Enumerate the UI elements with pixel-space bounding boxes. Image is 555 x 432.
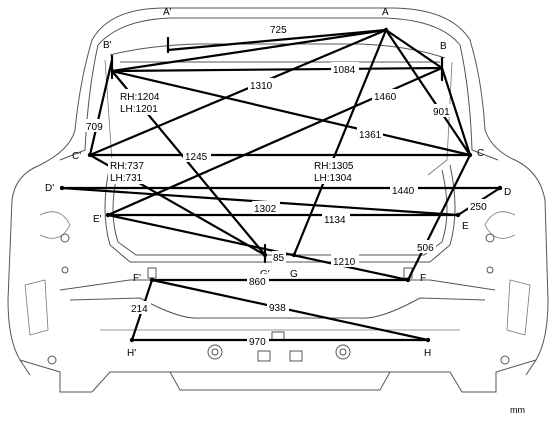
value-lh731: LH:731	[110, 173, 143, 184]
value-lh1201: LH:1201	[120, 104, 158, 115]
line-a-c-prime	[88, 28, 388, 157]
label-b-prime: B'	[103, 40, 112, 51]
line-b-a	[384, 28, 444, 70]
value-1460: 1460	[374, 92, 397, 103]
point-f-prime	[149, 277, 155, 283]
value-1310: 1310	[250, 81, 273, 92]
value-938: 938	[269, 303, 286, 314]
label-b: B	[440, 41, 447, 52]
point-h	[425, 337, 431, 343]
label-h-prime: H'	[127, 348, 136, 359]
value-rh1305: RH:1305	[314, 161, 354, 172]
label-d-prime: D'	[45, 183, 54, 194]
value-214: 214	[131, 304, 148, 315]
value-1134: 1134	[324, 215, 346, 226]
label-a-prime: A'	[163, 7, 172, 18]
value-901: 901	[433, 107, 450, 118]
value-1245: 1245	[185, 152, 208, 163]
point-g	[291, 252, 297, 258]
value-85: 85	[273, 253, 285, 264]
point-d-prime	[59, 185, 65, 191]
point-f	[405, 277, 411, 283]
point-e-prime	[105, 212, 111, 218]
line-c-f	[406, 153, 472, 282]
point-g-prime	[262, 252, 268, 258]
value-860: 860	[249, 277, 266, 288]
value-rh737: RH:737	[110, 161, 144, 172]
point-c-prime	[87, 152, 93, 158]
value-1302: 1302	[254, 204, 277, 215]
point-d	[497, 185, 503, 191]
line-f-prime-h	[150, 278, 430, 342]
measurement-lines	[60, 28, 502, 342]
label-h: H	[424, 348, 431, 359]
label-e: E	[462, 221, 469, 232]
point-c	[467, 152, 473, 158]
line-e-prime-f	[106, 213, 410, 282]
value-1210: 1210	[333, 257, 356, 268]
value-lh1304: LH:1304	[314, 173, 352, 184]
line-b-c	[440, 66, 472, 157]
unit-label: mm	[510, 405, 525, 415]
value-1084: 1084	[333, 65, 356, 76]
label-c-prime: C'	[72, 151, 81, 162]
line-b-prime-b	[110, 66, 444, 73]
label-g: G	[290, 269, 298, 280]
line-a-prime-a	[166, 28, 388, 52]
label-f-prime: F'	[133, 273, 141, 284]
label-f: F	[420, 273, 426, 284]
value-506: 506	[417, 243, 434, 254]
label-e-prime: E'	[93, 214, 102, 225]
value-1440: 1440	[392, 186, 415, 197]
line-a-e-prime	[384, 28, 472, 157]
point-labels: A' A B' B C' C D' D E' E F' F G' G H' H	[45, 7, 511, 359]
point-e	[455, 212, 461, 218]
value-970: 970	[249, 337, 266, 348]
value-725: 725	[270, 25, 287, 36]
reference-points	[59, 27, 503, 343]
label-d: D	[504, 187, 511, 198]
point-a	[383, 27, 389, 33]
label-c: C	[477, 148, 484, 159]
value-rh1204: RH:1204	[120, 92, 160, 103]
point-h-prime	[129, 337, 135, 343]
vehicle-rear-body-outline	[7, 7, 549, 393]
line-a-g	[292, 28, 388, 257]
line-a-b-prime	[110, 28, 388, 73]
line-b-prime-c-prime	[88, 58, 114, 157]
label-a: A	[382, 7, 389, 18]
value-250: 250	[470, 202, 487, 213]
value-1361: 1361	[359, 130, 382, 141]
line-b-prime-c	[110, 69, 472, 157]
dimension-values: 725 1084 1310 1460 901 709 RH:1204 LH:12…	[85, 22, 490, 348]
value-709: 709	[86, 122, 103, 133]
